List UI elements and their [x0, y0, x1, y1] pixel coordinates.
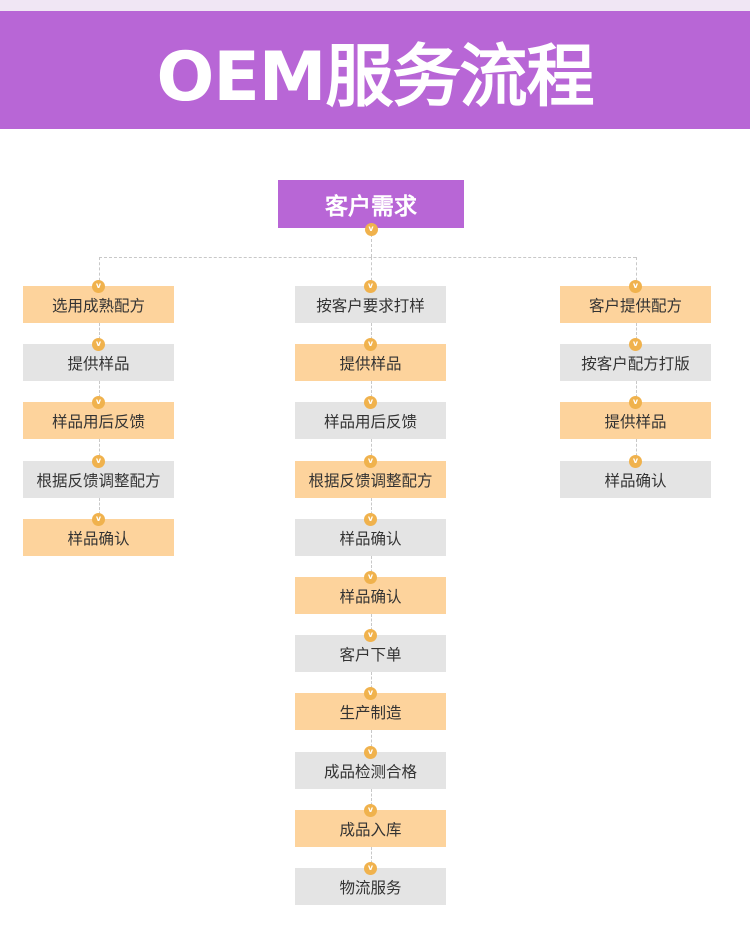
arrow-badge-icon: v: [364, 454, 377, 468]
top-band: [0, 0, 750, 11]
flow-step-label: 按客户配方打版: [581, 354, 690, 373]
step-connector: [98, 498, 100, 519]
step-connector: [370, 439, 372, 461]
arrow-badge-icon: v: [92, 279, 105, 293]
arrow-badge-icon: v: [92, 512, 105, 526]
arrow-badge-icon: v: [364, 512, 377, 526]
arrow-badge-icon: v: [364, 222, 378, 236]
title-banner: OEM服务流程: [0, 11, 750, 129]
step-connector: [370, 730, 372, 752]
flow-step-label: 生产制造: [339, 703, 402, 722]
step-connector: [98, 439, 100, 461]
arrow-badge-icon: v: [364, 745, 377, 759]
column-connector: [98, 257, 100, 286]
step-connector: [370, 498, 372, 519]
step-connector: [370, 847, 372, 868]
flow-step-label: 成品检测合格: [323, 762, 417, 781]
page-title: OEM服务流程: [156, 37, 595, 117]
step-connector: [370, 614, 372, 635]
flow-step-label: 提供样品: [67, 354, 130, 373]
arrow-badge-icon: v: [364, 395, 377, 409]
flow-step: 样品确认: [295, 577, 446, 614]
flow-step-label: 提供样品: [339, 354, 402, 373]
step-connector: [370, 789, 372, 810]
flow-step-label: 成品入库: [339, 820, 402, 839]
arrow-badge-icon: v: [364, 686, 377, 700]
flow-step: 样品确认: [295, 519, 446, 556]
branch-connector: [98, 257, 636, 258]
column-connector: [370, 257, 372, 286]
flow-step-label: 客户提供配方: [588, 296, 682, 315]
arrow-badge-icon: v: [629, 395, 642, 409]
flow-step-label: 选用成熟配方: [51, 296, 145, 315]
step-connector: [370, 556, 372, 577]
step-connector: [370, 381, 372, 402]
root-connector: [371, 229, 372, 257]
flow-step-label: 样品用后反馈: [51, 412, 145, 431]
flow-step-label: 按客户要求打样: [316, 296, 425, 315]
arrow-badge-icon: v: [364, 279, 377, 293]
step-connector: [635, 439, 637, 461]
arrow-badge-icon: v: [629, 454, 642, 468]
root-node: 客户需求: [278, 180, 464, 228]
step-connector: [635, 381, 637, 402]
arrow-badge-icon: v: [92, 337, 105, 351]
flow-step-label: 提供样品: [604, 412, 667, 431]
flow-step-label: 客户下单: [339, 645, 402, 664]
column-connector: [635, 257, 637, 286]
arrow-badge-icon: v: [364, 803, 377, 817]
step-connector: [635, 323, 637, 344]
step-connector: [370, 323, 372, 344]
flow-step-label: 样品用后反馈: [323, 412, 417, 431]
flow-step-label: 根据反馈调整配方: [36, 471, 161, 490]
flow-step-label: 样品确认: [67, 529, 130, 548]
arrow-badge-icon: v: [364, 337, 377, 351]
flow-step: 提供样品: [560, 402, 711, 439]
arrow-badge-icon: v: [629, 279, 642, 293]
flow-step-label: 样品确认: [339, 587, 402, 606]
arrow-badge-icon: v: [92, 395, 105, 409]
arrow-badge-icon: v: [364, 628, 377, 642]
flow-step: 样品用后反馈: [295, 402, 446, 439]
arrow-badge-icon: v: [364, 570, 377, 584]
arrow-badge-icon: v: [629, 337, 642, 351]
flow-step-label: 根据反馈调整配方: [308, 471, 433, 490]
step-connector: [98, 323, 100, 344]
root-node-label: 客户需求: [325, 194, 417, 220]
arrow-badge-icon: v: [92, 454, 105, 468]
flow-step-label: 样品确认: [604, 471, 667, 490]
step-connector: [98, 381, 100, 402]
arrow-badge-icon: v: [364, 861, 377, 875]
flow-step-label: 物流服务: [339, 878, 402, 897]
flow-step-label: 样品确认: [339, 529, 402, 548]
step-connector: [370, 672, 372, 693]
